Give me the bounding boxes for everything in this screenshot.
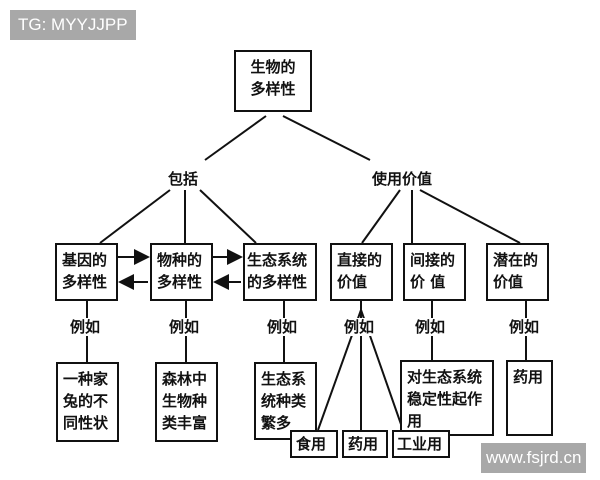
node-indirect-value: 间接的 价 值: [403, 243, 466, 301]
example-direct-industry: 工业用: [392, 430, 450, 458]
watermark-top-left: TG: MYYJJPP: [10, 10, 136, 40]
example-label: 例如: [342, 318, 377, 336]
example-direct-medicine: 药用: [342, 430, 388, 458]
example-species: 森林中 生物种 类丰富: [155, 362, 218, 442]
example-label: 例如: [507, 318, 542, 336]
example-label: 例如: [265, 318, 300, 336]
node-ecosystem-diversity: 生态系统 的多样性: [243, 243, 317, 301]
example-indirect: 对生态系统 稳定性起作 用: [400, 360, 494, 436]
node-species-diversity: 物种的 多样性: [150, 243, 213, 301]
node-potential-value: 潜在的 价值: [486, 243, 549, 301]
example-ecosystem: 生态系 统种类 繁多: [254, 362, 317, 440]
watermark-bottom-right: www.fsjrd.cn: [481, 443, 587, 473]
branch-use-value: 使用价值: [370, 170, 435, 188]
node-genetic-diversity: 基因的 多样性: [55, 243, 118, 301]
example-direct-food: 食用: [290, 430, 338, 458]
node-direct-value: 直接的 价值: [330, 243, 393, 301]
example-label: 例如: [413, 318, 448, 336]
example-label: 例如: [167, 318, 202, 336]
root-node: 生物的 多样性: [234, 50, 312, 112]
example-label: 例如: [68, 318, 103, 336]
example-potential: 药用: [506, 360, 553, 436]
branch-includes: 包括: [166, 170, 201, 188]
example-genetic: 一种家 兔的不 同性状: [56, 362, 119, 442]
